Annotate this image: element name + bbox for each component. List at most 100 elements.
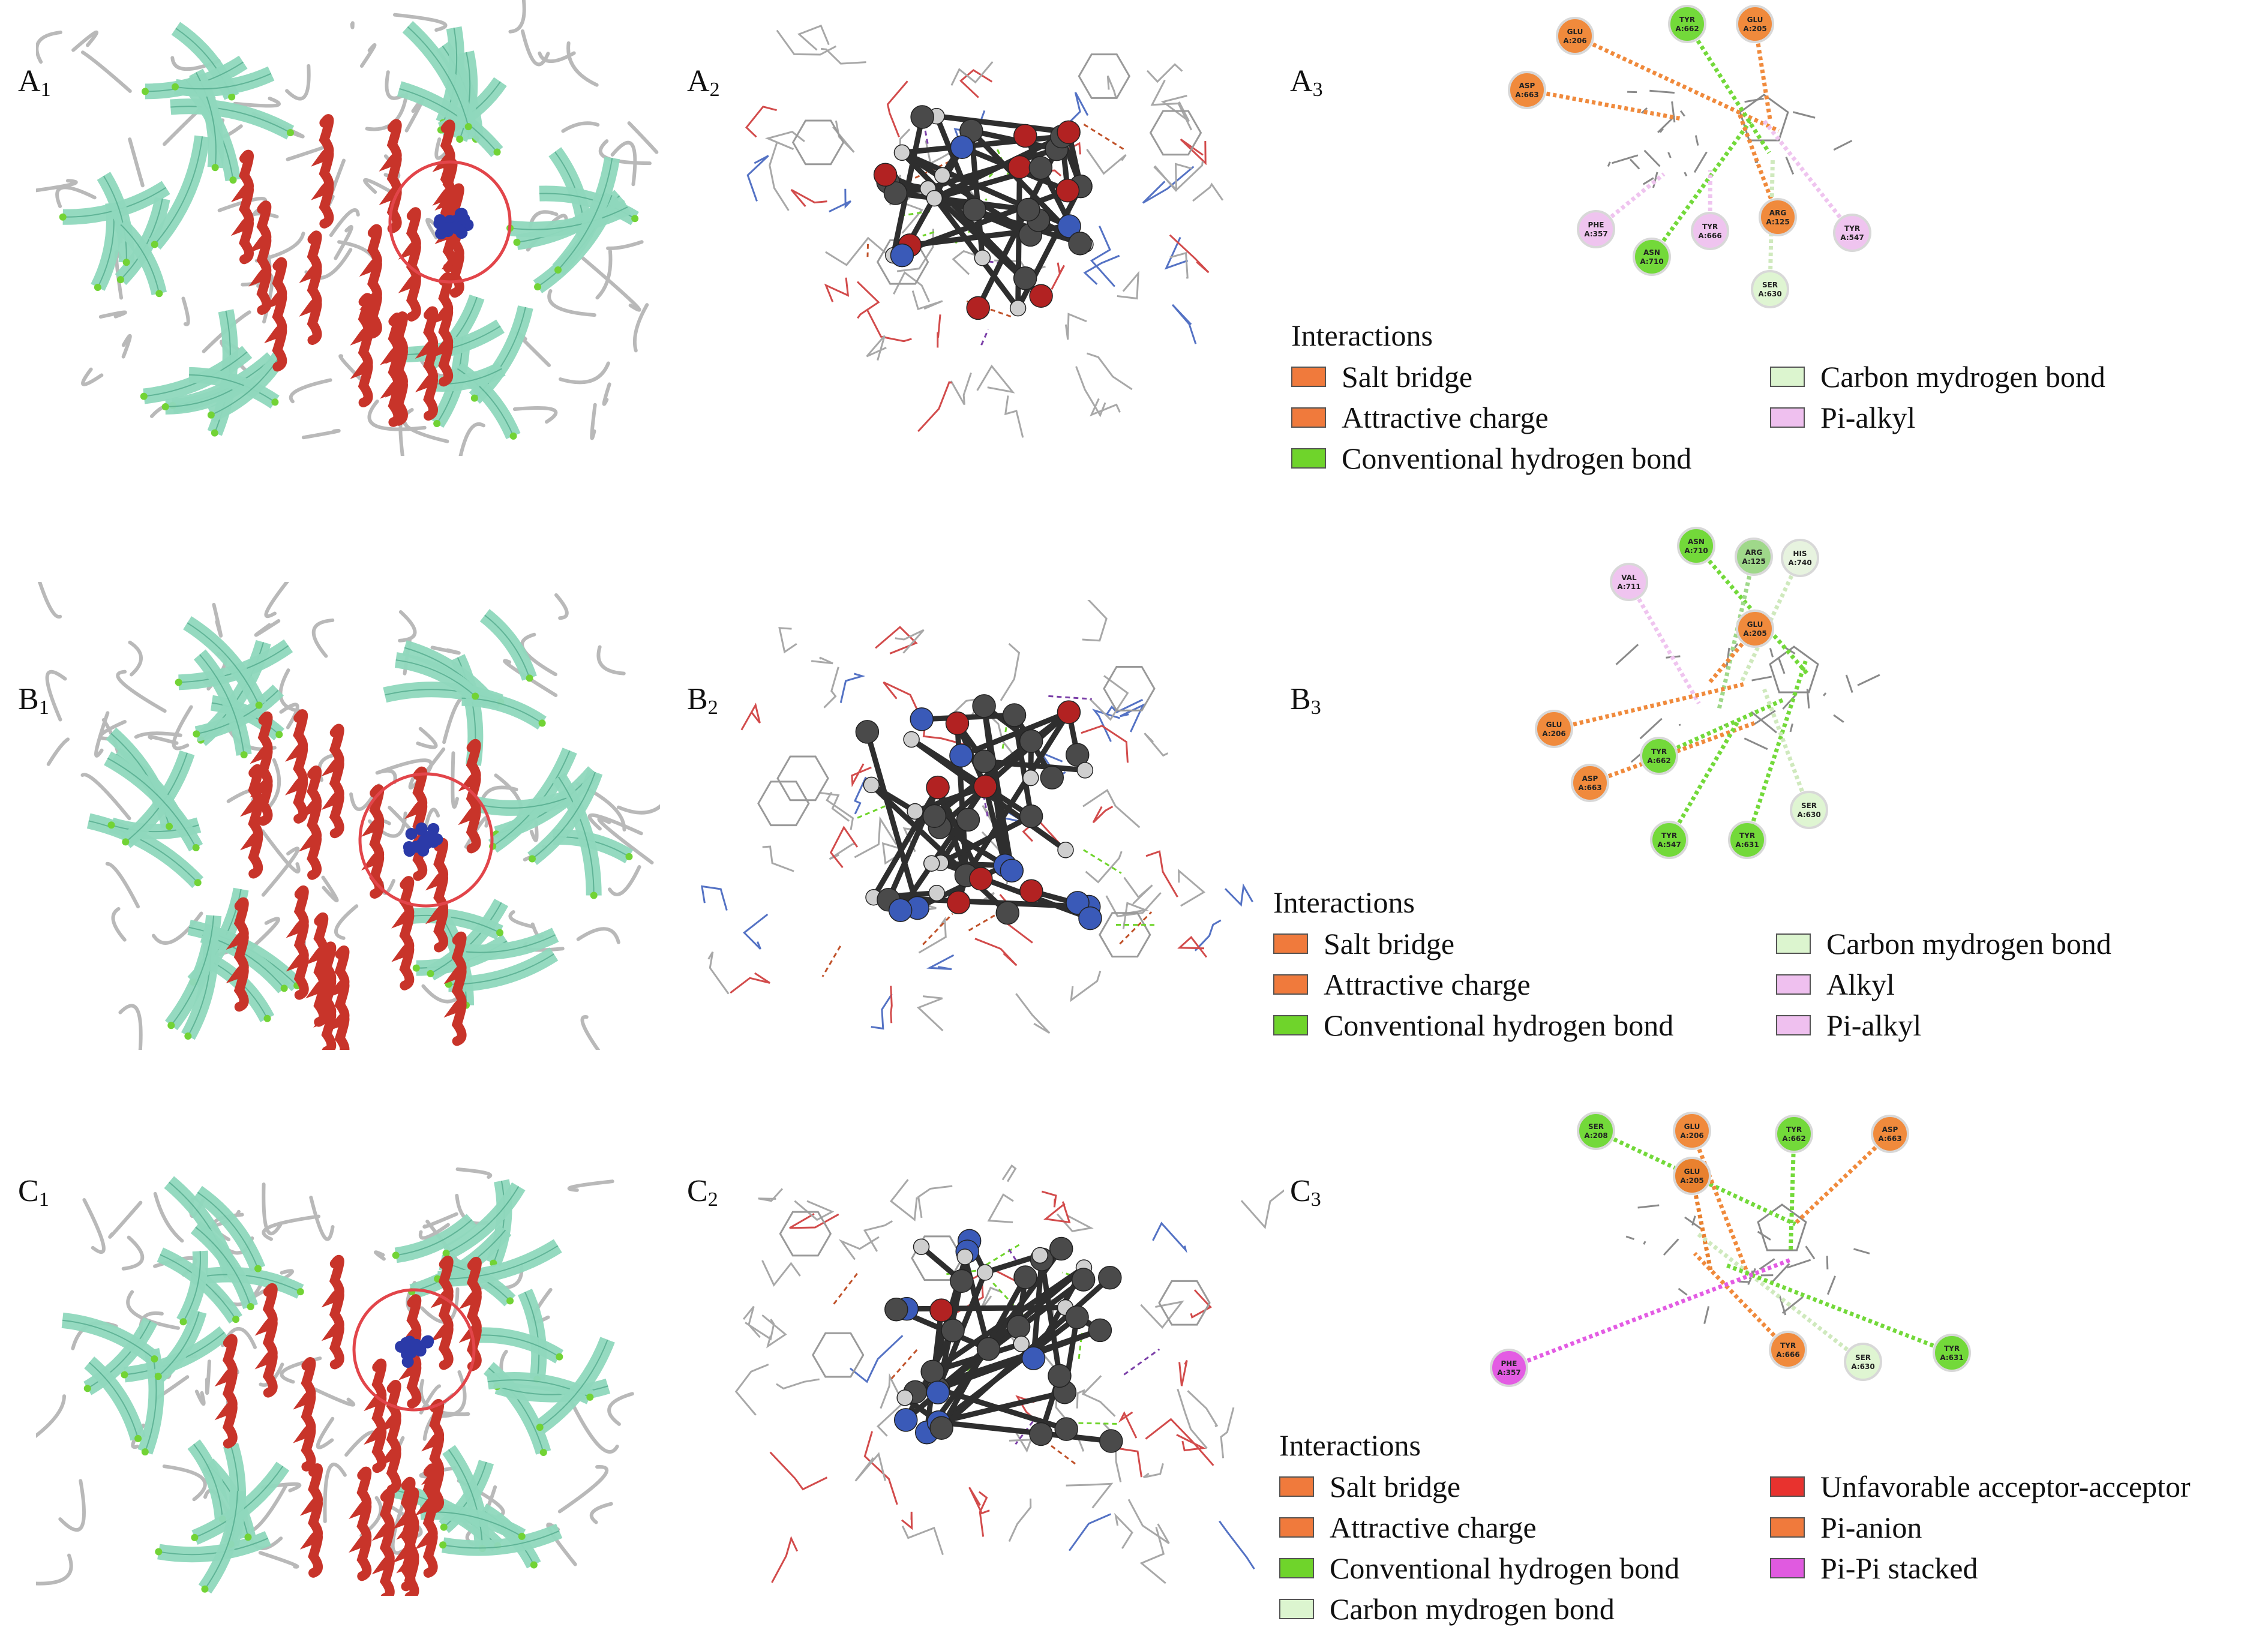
coil-loop: [595, 249, 613, 300]
aromatic-ring: [1149, 110, 1202, 156]
beta-strand-edge: [87, 1320, 151, 1389]
coil-loop: [36, 179, 78, 193]
alpha-helix: [364, 1358, 387, 1473]
legend-swatch: [1279, 1476, 1314, 1497]
interaction-line: [1795, 1132, 1892, 1224]
bound-ligand: [433, 208, 474, 240]
coil-loop: [148, 735, 179, 745]
residue-stick: [1064, 313, 1087, 340]
skeleton-bond: [1663, 1238, 1679, 1256]
beta-strand-edge: [187, 622, 260, 706]
legend-swatch: [1776, 974, 1811, 995]
coil-loop: [597, 816, 654, 864]
turn-marker: [184, 1032, 192, 1040]
ligand-atom: [401, 1355, 414, 1368]
interaction-dash: [1083, 124, 1127, 152]
residue-name: TYR: [1780, 1341, 1796, 1350]
residue-circle: [1577, 210, 1615, 248]
ligand-atom: [896, 1389, 913, 1406]
residue-stick: [937, 314, 941, 348]
aromatic-ring: [776, 755, 829, 802]
residue-circle: [1790, 791, 1828, 829]
skeleton-bond: [1759, 1258, 1775, 1270]
residue-stick: [771, 1536, 799, 1583]
beta-strand-edge: [204, 1491, 238, 1590]
interaction-line: [1738, 114, 1780, 218]
coil-loop: [451, 751, 459, 809]
turn-marker: [439, 1541, 447, 1549]
residue-stick: [979, 1286, 1002, 1313]
ligand-atom: [1057, 120, 1081, 145]
ligand-atom: [929, 1298, 953, 1322]
ligand-atom: [920, 1359, 944, 1384]
coil-loop: [108, 1200, 143, 1239]
beta-strand-edge: [120, 198, 163, 280]
ligand-bond: [964, 710, 1072, 877]
ligand-atom: [863, 776, 880, 794]
turn-marker: [191, 1533, 199, 1541]
legend-swatch: [1291, 367, 1326, 387]
ligand-bond: [884, 172, 1032, 238]
turn-marker: [412, 964, 420, 972]
legend-item: Conventional hydrogen bond: [1291, 442, 1691, 475]
residue-id: A:205: [1743, 629, 1766, 638]
residue-stick: [853, 776, 867, 815]
residue-circle: [1610, 563, 1648, 601]
skeleton-bond: [1744, 97, 1764, 103]
coil-loop: [128, 640, 143, 677]
ligand-atom: [941, 1319, 965, 1343]
legend-label: Conventional hydrogen bond: [1330, 1551, 1680, 1585]
residue-stick: [838, 1236, 880, 1260]
residue-stick: [1056, 1213, 1094, 1232]
turn-marker: [154, 1373, 162, 1380]
ligand-atom: [910, 707, 934, 731]
beta-strand-edge: [557, 158, 613, 271]
alpha-helix: [286, 885, 309, 1000]
legend-swatch: [1279, 1558, 1314, 1578]
interaction-dash: [831, 1272, 858, 1307]
legend-item: Pi-alkyl: [1770, 401, 1915, 434]
interaction-line: [1650, 120, 1752, 259]
ligand-bond: [926, 187, 1021, 310]
residue-stick: [1008, 1498, 1032, 1542]
turn-marker: [496, 929, 504, 936]
binding-site-circle: [358, 772, 494, 908]
residue-stick: [950, 61, 994, 86]
alpha-helix: [432, 119, 455, 234]
coil-loop: [458, 422, 485, 456]
panel-label-a3: A3: [1290, 64, 1323, 101]
residue-stick: [1001, 1164, 1017, 1182]
interaction-line: [1690, 1130, 1749, 1273]
residue-stick: [1117, 271, 1139, 300]
turn-marker: [254, 1265, 262, 1272]
residue-circle: [1775, 1115, 1813, 1153]
residue-stick: [1082, 788, 1141, 828]
aromatic-ring: [1103, 666, 1156, 712]
interaction-dash: [1048, 695, 1092, 700]
interaction-dash: [988, 260, 1019, 267]
ligand-atom: [884, 1298, 908, 1322]
residue-stick: [1083, 254, 1120, 285]
beta-strand-edge: [193, 1443, 223, 1520]
coil-loop: [329, 208, 360, 238]
residue-stick: [926, 954, 955, 970]
turn-marker: [175, 679, 182, 686]
ligand-atom: [1002, 703, 1027, 727]
residue-name: TYR: [1679, 16, 1695, 24]
skeleton-bond: [1750, 711, 1777, 734]
residue-id: A:630: [1797, 811, 1820, 819]
coil-loop: [116, 670, 167, 713]
panel-label-b2: B2: [687, 682, 718, 719]
legend-item: Carbon mydrogen bond: [1770, 360, 2105, 394]
alpha-helix: [230, 149, 254, 265]
legend-title: Interactions: [1273, 885, 1415, 919]
ligand-atom: [1099, 1429, 1123, 1453]
ligand-atom: [1013, 124, 1037, 148]
residue-stick: [1081, 725, 1129, 763]
residue-stick: [789, 1213, 839, 1229]
residue-stick: [1219, 1520, 1255, 1570]
residue-stick: [1153, 163, 1192, 193]
ligand-atom: [1021, 1346, 1046, 1370]
alpha-helix: [321, 1254, 344, 1370]
